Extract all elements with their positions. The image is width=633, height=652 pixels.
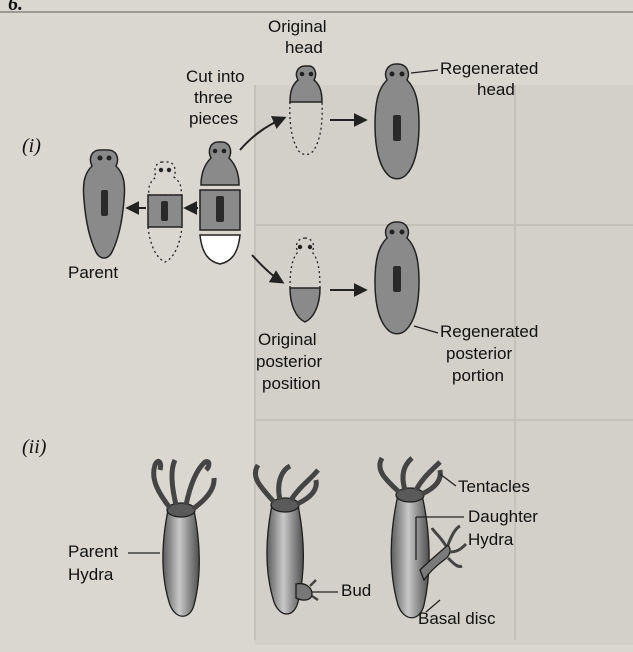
parent-hydra-label-1: Parent — [68, 542, 118, 561]
parent-label: Parent — [68, 263, 118, 282]
bud-label: Bud — [341, 581, 371, 600]
tentacles-label: Tentacles — [458, 477, 530, 496]
page-header: 6. — [8, 0, 23, 15]
original-head-label-1: Original — [268, 17, 327, 36]
basal-disc-label: Basal disc — [418, 609, 496, 628]
regenerated-posterior-label-1: Regenerated — [440, 322, 538, 341]
cut-into-label-3: pieces — [189, 109, 238, 128]
cut-into-label-2: three — [194, 88, 233, 107]
part-i-marker: (i) — [22, 135, 41, 157]
original-posterior-label-2: posterior — [256, 352, 322, 371]
parent-hydra-label-2: Hydra — [68, 565, 114, 584]
original-posterior-label-3: position — [262, 374, 321, 393]
regenerated-head-label-2: head — [477, 80, 515, 99]
regenerated-head-label-1: Regenerated — [440, 59, 538, 78]
regenerated-posterior-label-3: portion — [452, 366, 504, 385]
regenerated-posterior-label-2: posterior — [446, 344, 512, 363]
part-ii-marker: (ii) — [22, 436, 47, 458]
original-posterior-label-1: Original — [258, 330, 317, 349]
daughter-hydra-label-2: Hydra — [468, 530, 514, 549]
original-head-label-2: head — [285, 38, 323, 57]
cut-into-label-1: Cut into — [186, 67, 245, 86]
daughter-hydra-label-1: Daughter — [468, 507, 538, 526]
